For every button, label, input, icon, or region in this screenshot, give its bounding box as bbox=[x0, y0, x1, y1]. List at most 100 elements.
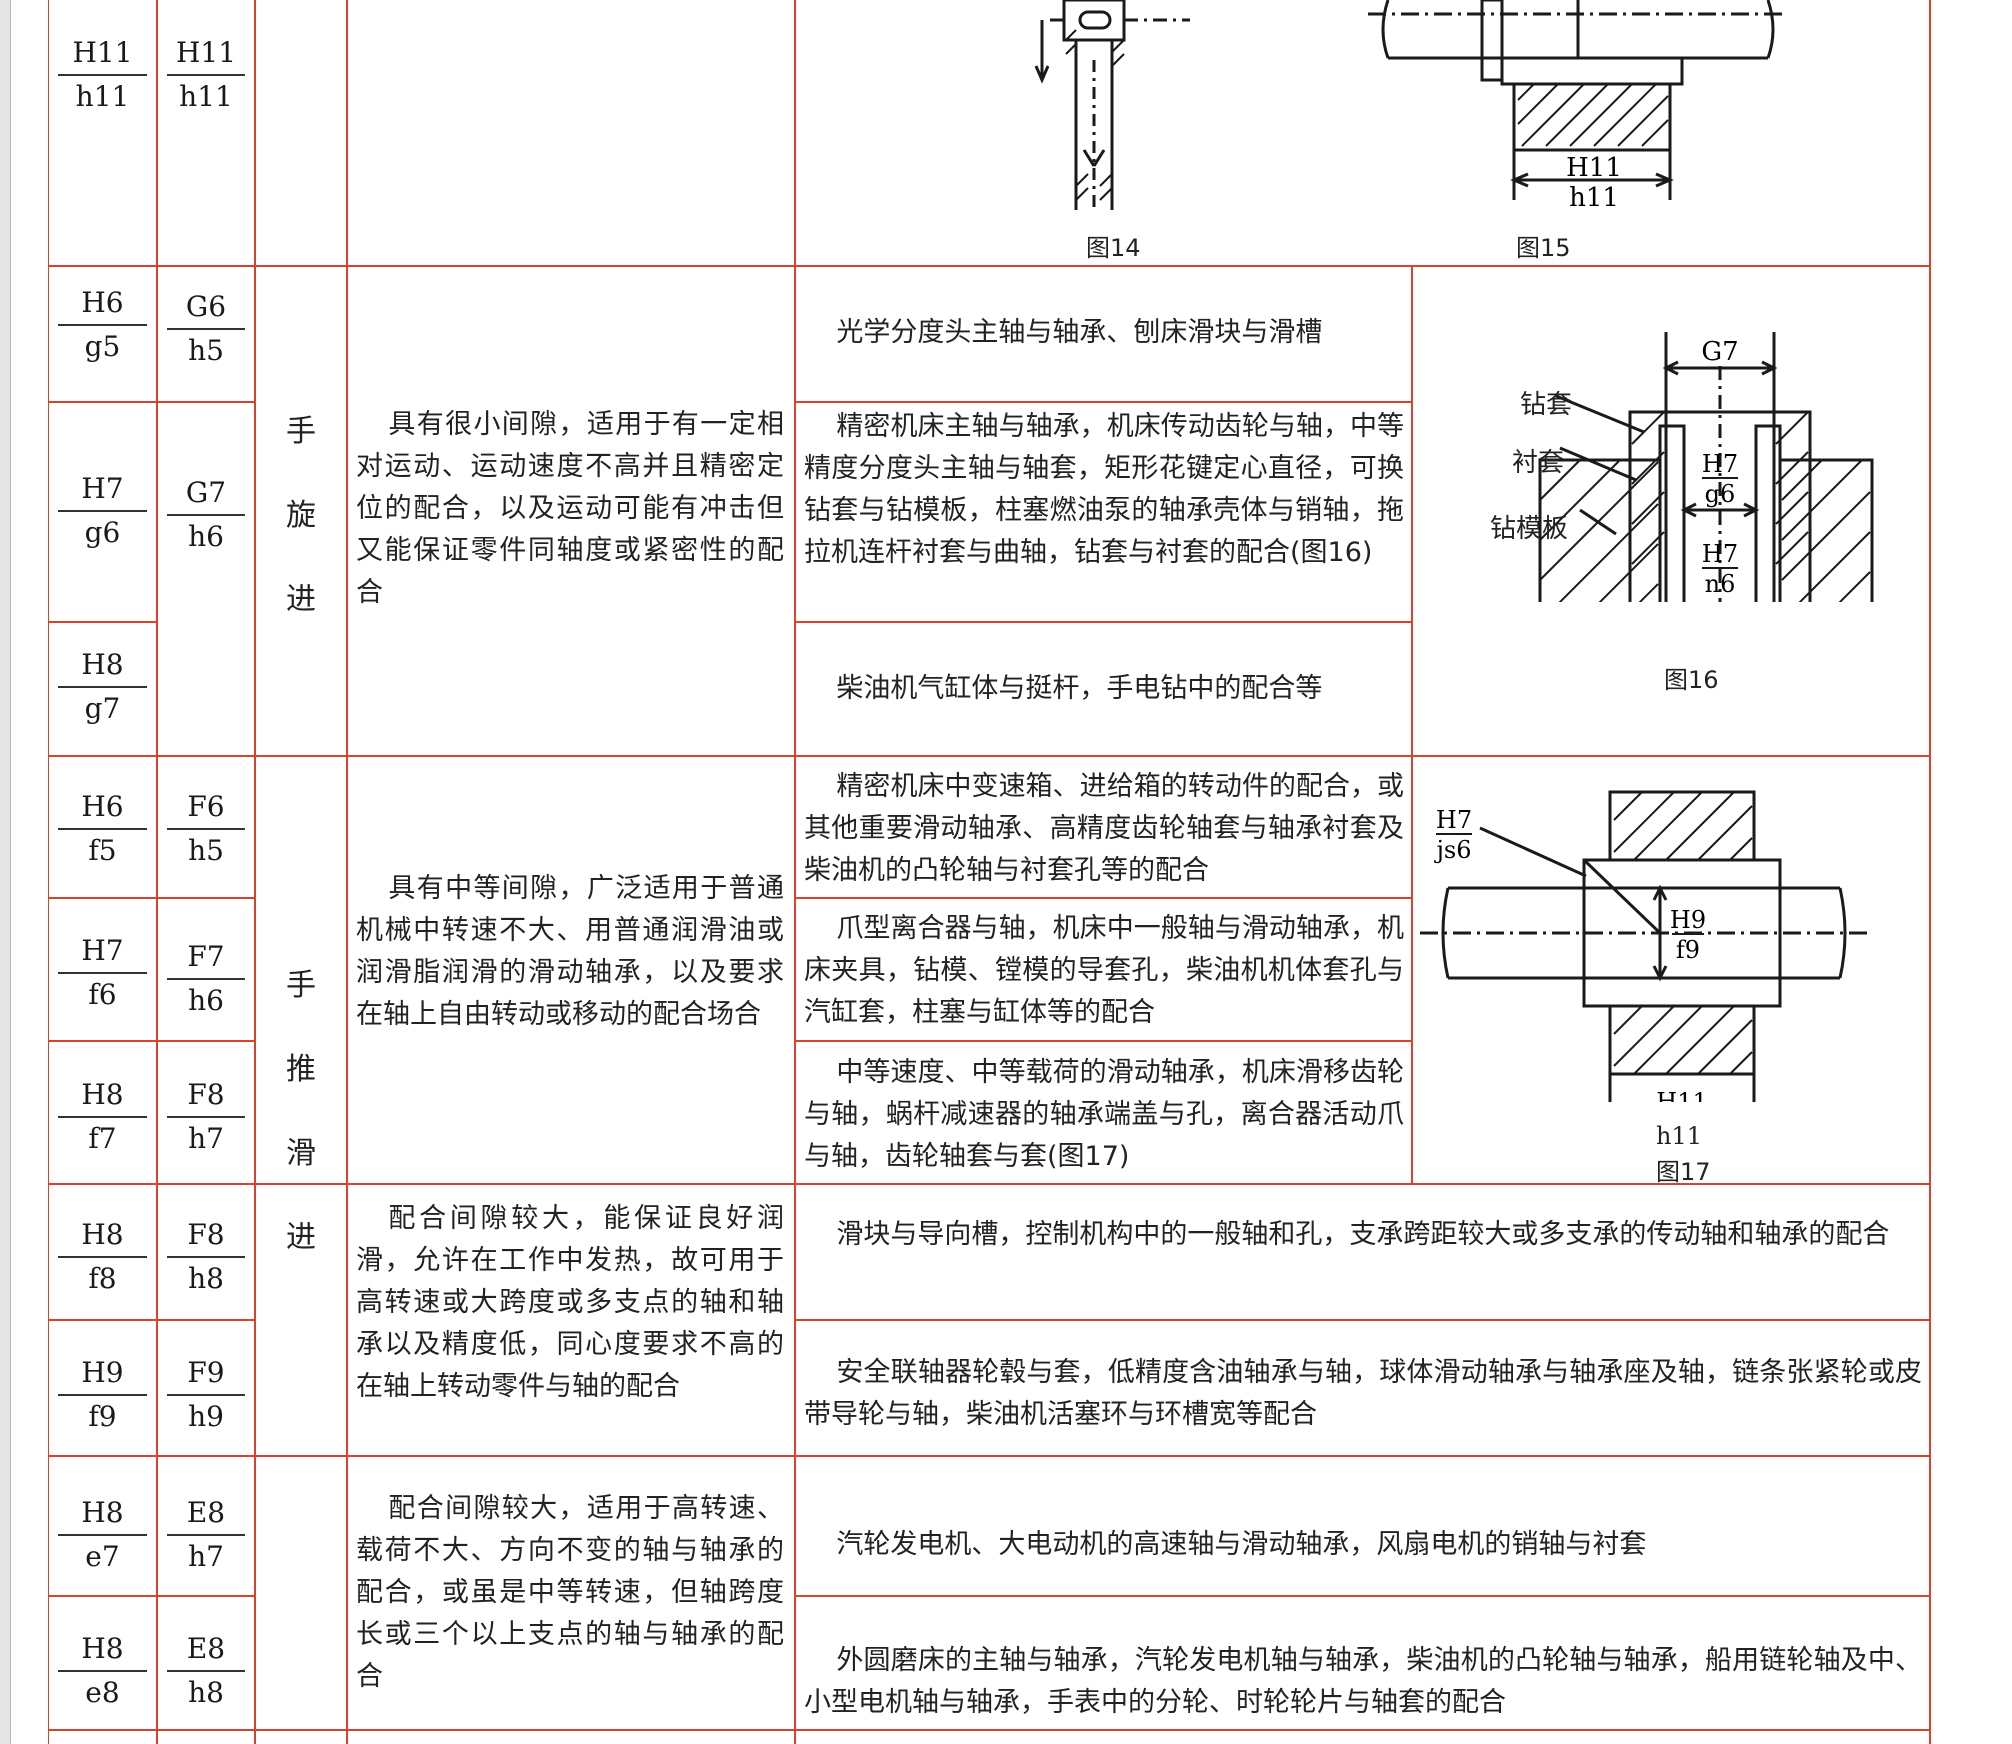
fit-numerator: E8 bbox=[186, 1496, 226, 1529]
fit-denominator: h6 bbox=[188, 984, 224, 1017]
figure-15-drawing: H11 h11 bbox=[1368, 0, 1788, 213]
viewer-left-edge bbox=[0, 0, 11, 1744]
fit-denominator: h9 bbox=[188, 1400, 224, 1433]
fit-numerator: H8 bbox=[81, 648, 124, 681]
assembly-rotate-char-1: 手 bbox=[286, 414, 316, 449]
application-h9-f9: 安全联轴器轮毂与套，低精度含油轴承与轴，球体滑动轴承与轴承座及轴，链条张紧轮或皮… bbox=[804, 1357, 1922, 1430]
fit-numerator: G6 bbox=[185, 290, 227, 323]
fit-numerator: H11 bbox=[175, 36, 237, 69]
figure-16-fit-a-den: g6 bbox=[1705, 480, 1736, 508]
application-h6-f5: 精密机床中变速箱、进给箱的转动件的配合，或其他重要滑动轴承、高精度齿轮轴套与轴承… bbox=[804, 771, 1404, 886]
fit-denominator: f6 bbox=[88, 978, 117, 1011]
table-grid bbox=[48, 0, 1931, 1744]
application-h8-f7: 中等速度、中等载荷的滑动轴承，机床滑移齿轮与轴，蜗杆减速器的轴承端盖与孔，离合器… bbox=[804, 1057, 1404, 1172]
fit-denominator: h7 bbox=[188, 1540, 224, 1573]
description-g-fits: 具有很小间隙，适用于有一定相对运动、运动速度不高并且精密定位的配合，以及运动可能… bbox=[356, 409, 784, 608]
assembly-rotate-char-3: 进 bbox=[286, 582, 316, 617]
assembly-rotate-char-2: 旋 bbox=[286, 498, 316, 533]
application-h8-f8: 滑块与导向槽，控制机构中的一般轴和孔，支承跨距较大或多支承的传动轴和轴承的配合 bbox=[836, 1219, 1890, 1250]
fit-numerator: G7 bbox=[185, 476, 227, 509]
fit-numerator: H6 bbox=[81, 286, 124, 319]
viewer-right-edge bbox=[1958, 0, 2012, 1744]
fit-numerator: H11 bbox=[72, 36, 133, 69]
fit-numerator: F8 bbox=[187, 1218, 225, 1251]
fit-denominator: f7 bbox=[88, 1122, 117, 1155]
application-h8-e7: 汽轮发电机、大电动机的高速轴与滑动轴承，风扇电机的销轴与衬套 bbox=[836, 1529, 1647, 1560]
fit-numerator: F9 bbox=[187, 1356, 225, 1389]
figure-16-label-jig-plate: 钻模板 bbox=[1490, 514, 1569, 544]
figure-16-caption: 图16 bbox=[1664, 666, 1719, 694]
application-h8-e8: 外圆磨床的主轴与轴承，汽轮发电机轴与轴承，柴油机的凸轮轴与轴承，船用链轮轴及中、… bbox=[804, 1645, 1922, 1718]
figure-14-caption: 图14 bbox=[1086, 234, 1141, 262]
fit-denominator: g6 bbox=[84, 516, 121, 549]
figure-15-fit-lower: h11 bbox=[1569, 183, 1619, 213]
fit-numerator: H8 bbox=[81, 1078, 124, 1111]
fit-denominator: h8 bbox=[188, 1262, 224, 1295]
fit-denominator: e7 bbox=[85, 1540, 120, 1573]
assembly-push-char-1: 手 bbox=[286, 968, 316, 1003]
fit-denominator: h11 bbox=[75, 80, 130, 113]
fit-denominator: h5 bbox=[188, 334, 224, 367]
description-f-fits: 具有中等间隙，广泛适用于普通机械中转速不大、用普通润滑油或润滑脂润滑的滑动轴承，… bbox=[356, 873, 784, 1030]
figure-14-drawing bbox=[1034, 0, 1190, 210]
figure-15-fit-upper: H11 bbox=[1566, 153, 1622, 183]
application-h8-g7: 柴油机气缸体与挺杆，手电钻中的配合等 bbox=[836, 673, 1323, 704]
fit-denominator: h7 bbox=[188, 1122, 224, 1155]
figure-17-fit-left-num: H7 bbox=[1436, 806, 1472, 834]
figure-17-fit-mid-num: H9 bbox=[1670, 906, 1706, 934]
figure-16-fit-b-den: n6 bbox=[1705, 570, 1736, 598]
fit-numerator: F7 bbox=[187, 940, 225, 973]
fit-denominator: g5 bbox=[84, 330, 121, 363]
fit-numerator: F8 bbox=[187, 1078, 225, 1111]
figure-16-label-drill-bush: 钻套 bbox=[1520, 390, 1573, 420]
assembly-push-char-4: 进 bbox=[286, 1220, 316, 1255]
assembly-push-char-3: 滑 bbox=[286, 1136, 316, 1171]
fit-denominator: g7 bbox=[84, 692, 121, 725]
fit-denominator: f5 bbox=[88, 834, 117, 867]
description-f-loose-fits: 配合间隙较大，能保证良好润滑，允许在工作中发热，故可用于高转速或大跨度或多支点的… bbox=[356, 1203, 784, 1402]
fit-denominator: h8 bbox=[188, 1676, 224, 1709]
figure-17-caption: 图17 bbox=[1656, 1158, 1711, 1186]
fit-numerator: H8 bbox=[81, 1632, 124, 1665]
application-h7-f6: 爪型离合器与轴，机床中一般轴与滑动轴承，机床夹具，钻模、镗模的导套孔，柴油机机体… bbox=[804, 913, 1404, 1028]
fit-denominator: f8 bbox=[88, 1262, 117, 1295]
fit-denominator: h5 bbox=[188, 834, 224, 867]
fit-numerator: H6 bbox=[81, 790, 124, 823]
fit-numerator: H8 bbox=[81, 1496, 124, 1529]
description-e-fits: 配合间隙较大，适用于高转速、载荷不大、方向不变的轴与轴承的配合，或虽是中等转速，… bbox=[356, 1493, 784, 1692]
figure-17-drawing: H7 js6 H9 f9 H11 h11 bbox=[1420, 790, 1870, 1102]
fit-numerator: H8 bbox=[81, 1218, 124, 1251]
fit-denominator: h6 bbox=[188, 520, 224, 553]
figure-17-fit-bottom-den-label: h11 bbox=[1656, 1122, 1702, 1150]
figure-17-fit-bottom-num: H11 bbox=[1656, 1088, 1707, 1102]
fit-denominator: h11 bbox=[179, 80, 233, 113]
fit-numerator: H7 bbox=[81, 934, 124, 967]
assembly-push-char-2: 推 bbox=[286, 1052, 316, 1087]
fit-denominator: e8 bbox=[85, 1676, 120, 1709]
fit-numerator: H9 bbox=[81, 1356, 124, 1389]
figure-16-fit-a-num: H7 bbox=[1702, 450, 1738, 478]
figure-16-fit-b-num: H7 bbox=[1702, 540, 1738, 568]
